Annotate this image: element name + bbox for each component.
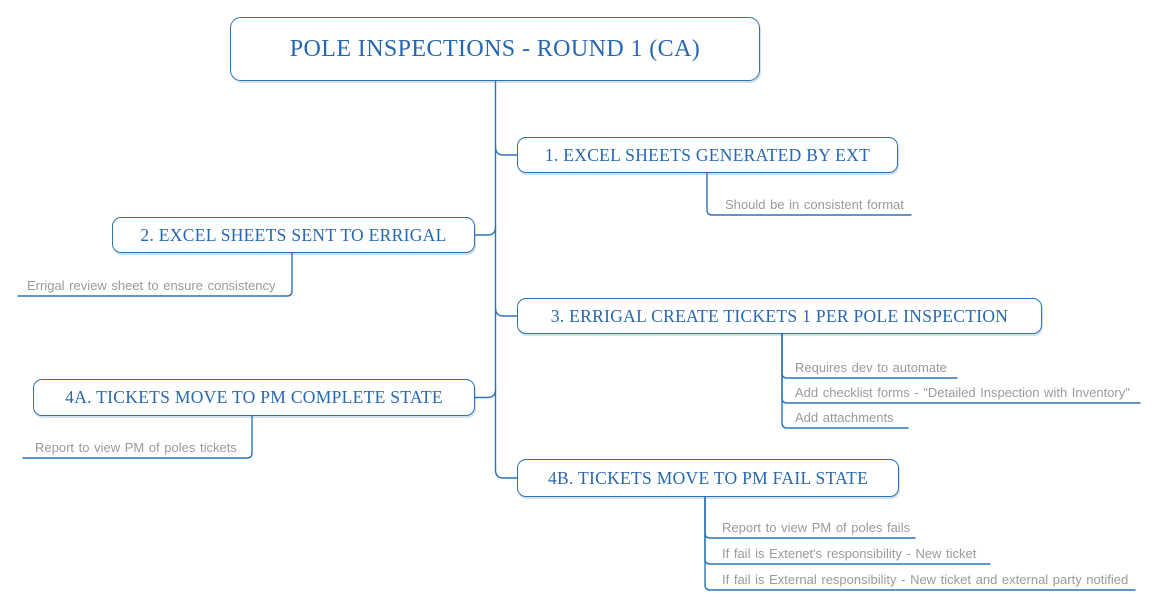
connector-leaf-3-3 [781, 333, 909, 429]
node-4b-tickets-pm-fail[interactable]: 4B. TICKETS MOVE TO PM FAIL STATE [517, 459, 899, 497]
leaf-consistent-format[interactable]: Should be in consistent format [725, 197, 904, 212]
node-1-excel-sheets-generated[interactable]: 1. EXCEL SHEETS GENERATED BY EXT [517, 137, 898, 173]
connector-leaf-4b-3 [704, 496, 1136, 591]
leaf-report-pm-poles-fails[interactable]: Report to view PM of poles fails [722, 520, 911, 535]
leaf-requires-dev-automate[interactable]: Requires dev to automate [795, 360, 947, 375]
connector-leaf-1-1 [706, 172, 912, 216]
connector-branch-4b [494, 469, 518, 479]
connector-leaf-2-1 [17, 252, 293, 297]
node-2-excel-sheets-sent[interactable]: 2. EXCEL SHEETS SENT TO ERRIGAL [112, 217, 475, 253]
leaf-report-pm-poles-tickets[interactable]: Report to view PM of poles tickets [35, 440, 237, 455]
connector-branch-3 [494, 307, 518, 317]
connector-branch-2 [474, 226, 497, 236]
connector-branch-1 [494, 146, 518, 156]
node-3-errigal-create-tickets[interactable]: 3. ERRIGAL CREATE TICKETS 1 PER POLE INS… [517, 298, 1042, 334]
leaf-fail-extenet-responsibility[interactable]: If fail is Extenet's responsibility - Ne… [722, 546, 977, 561]
connector-branch-4a [474, 388, 497, 399]
leaf-errigal-review-sheet[interactable]: Errigal review sheet to ensure consisten… [27, 278, 276, 293]
leaf-add-checklist-forms[interactable]: Add checklist forms - "Detailed Inspecti… [795, 385, 1130, 400]
root-node[interactable]: POLE INSPECTIONS - ROUND 1 (CA) [230, 17, 760, 81]
node-4a-tickets-pm-complete[interactable]: 4A. TICKETS MOVE TO PM COMPLETE STATE [33, 379, 475, 416]
leaf-add-attachments[interactable]: Add attachments [795, 410, 894, 425]
leaf-fail-external-responsibility[interactable]: If fail is External responsibility - New… [722, 572, 1129, 587]
connector-leaf-4a-1 [22, 415, 253, 459]
